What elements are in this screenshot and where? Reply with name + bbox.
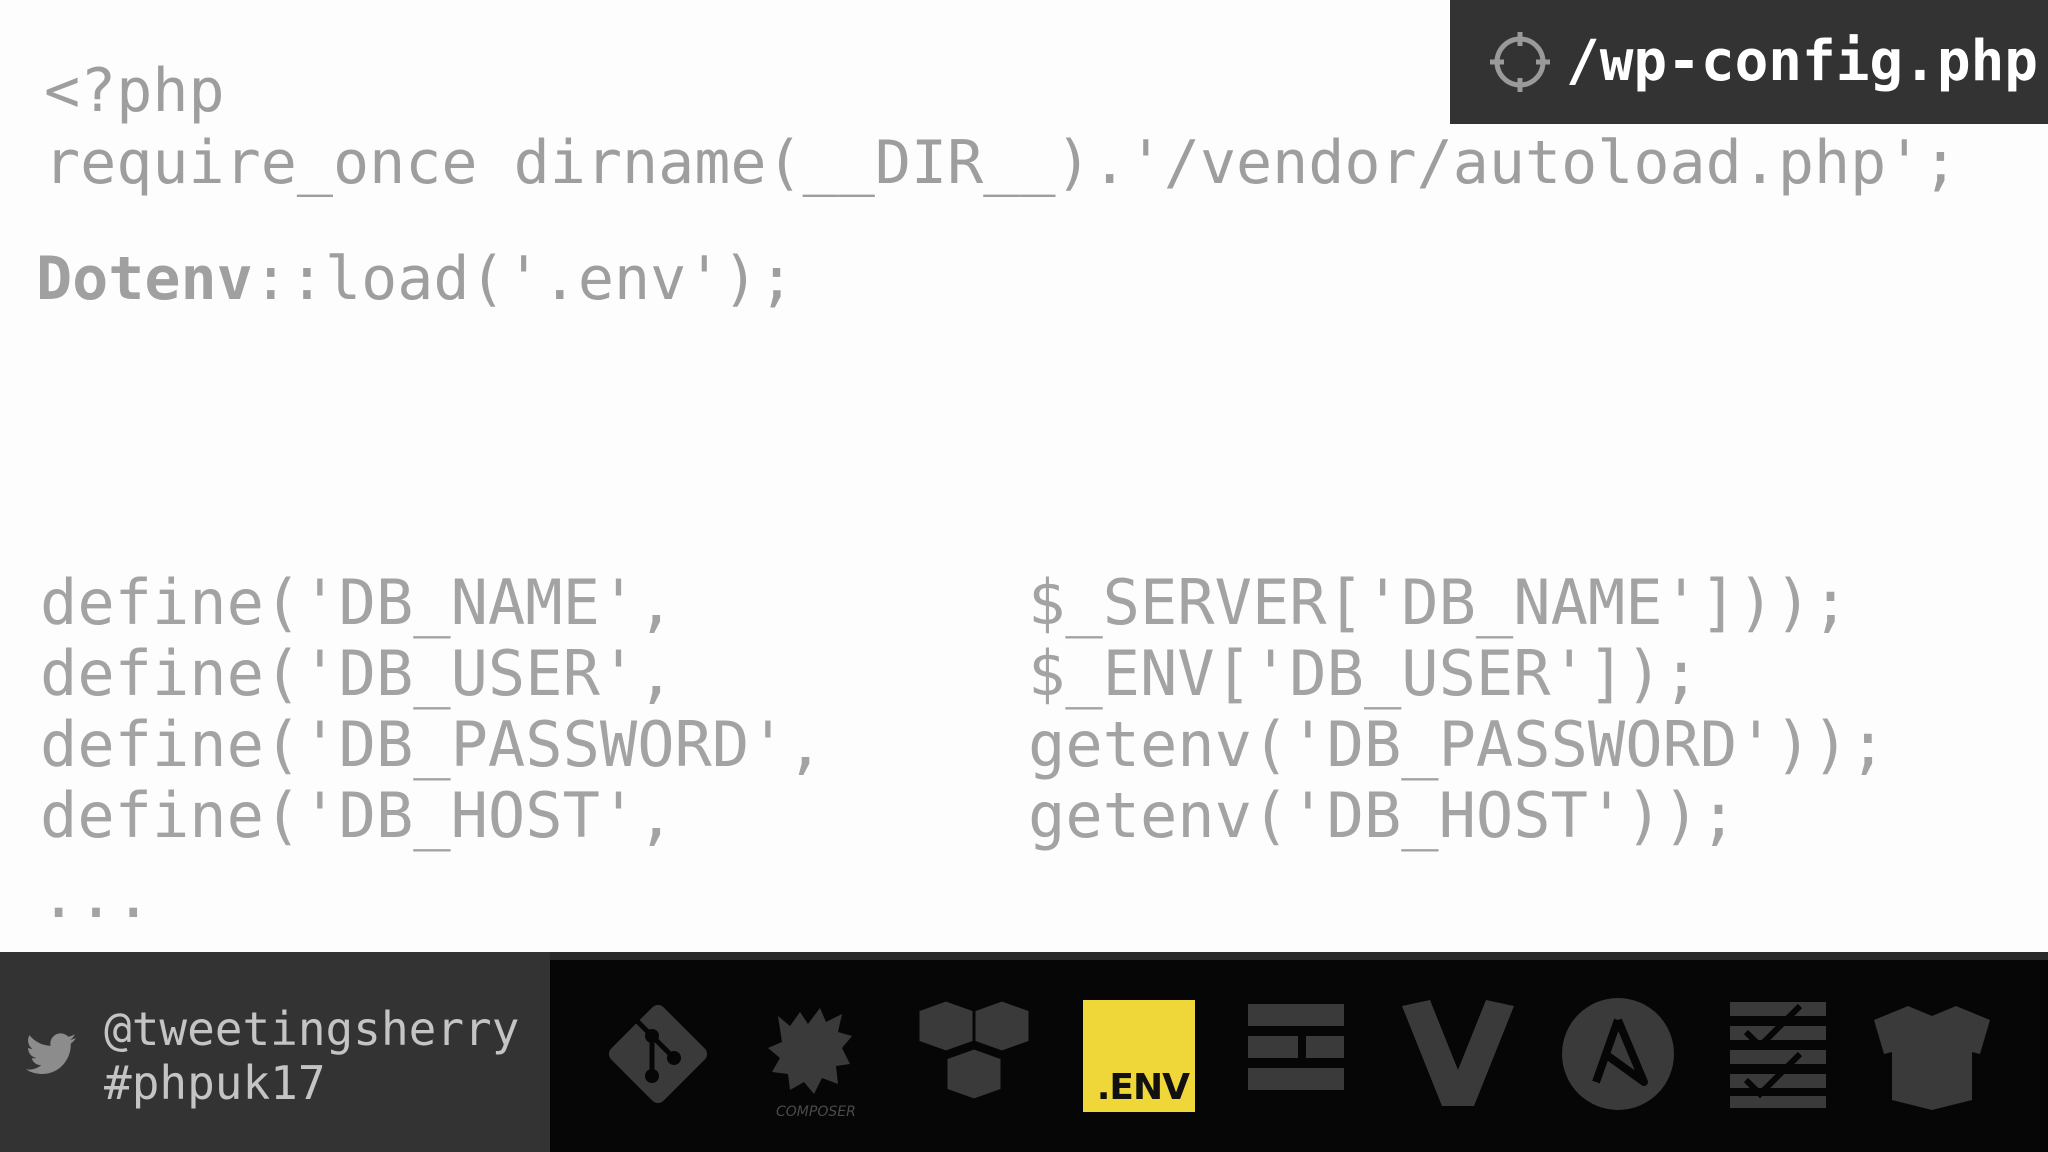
event-hashtag: #phpuk17 bbox=[104, 1056, 326, 1110]
code-line-php-open: <?php bbox=[44, 56, 225, 126]
footer-divider bbox=[550, 952, 2048, 960]
boxes-logo-icon bbox=[916, 998, 1032, 1102]
code-ellipsis: ... bbox=[40, 859, 152, 932]
define-row: define('DB_NAME', $_SERVER['DB_NAME'])); bbox=[40, 567, 1849, 638]
ansible-logo-icon bbox=[1562, 998, 1674, 1110]
composer-logo-icon bbox=[768, 1008, 852, 1094]
define-value: $_ENV['DB_USER']); bbox=[1028, 637, 1700, 710]
env-logo: .ENV bbox=[1083, 1000, 1195, 1112]
zend-logo-icon bbox=[1248, 1004, 1344, 1090]
define-key: define('DB_PASSWORD', bbox=[40, 708, 824, 781]
define-row: define('DB_PASSWORD', getenv('DB_PASSWOR… bbox=[40, 709, 1887, 780]
define-key: define('DB_HOST', bbox=[40, 779, 675, 852]
define-value: $_SERVER['DB_NAME'])); bbox=[1028, 566, 1850, 639]
file-tab: /wp-config.php bbox=[1450, 0, 2048, 124]
checklist-logo-icon bbox=[1730, 1002, 1826, 1108]
env-label: .ENV bbox=[1096, 1067, 1190, 1108]
vagrant-logo-icon bbox=[1402, 1000, 1514, 1106]
define-block: define('DB_NAME', $_SERVER['DB_NAME']));… bbox=[40, 567, 1887, 851]
define-row: define('DB_HOST', getenv('DB_HOST')); bbox=[40, 780, 1737, 851]
code-line-require: require_once dirname(__DIR__).'/vendor/a… bbox=[44, 128, 1959, 198]
code-line-dotenv: Dotenv::load('.env'); bbox=[36, 244, 795, 314]
define-value: getenv('DB_HOST')); bbox=[1028, 779, 1738, 852]
file-name: /wp-config.php bbox=[1566, 29, 2039, 94]
composer-label: COMPOSER bbox=[776, 1104, 856, 1120]
package-logo-icon bbox=[1874, 1006, 1990, 1110]
define-row: define('DB_USER', $_ENV['DB_USER']); bbox=[40, 638, 1700, 709]
dotenv-call: ::load('.env'); bbox=[252, 244, 795, 314]
twitter-handle: @tweetingsherry bbox=[104, 1002, 520, 1056]
crosshair-icon bbox=[1490, 32, 1550, 92]
git-logo-icon bbox=[608, 1004, 708, 1104]
twitter-bird-icon bbox=[26, 1033, 76, 1074]
define-key: define('DB_NAME', bbox=[40, 566, 675, 639]
define-value: getenv('DB_PASSWORD')); bbox=[1028, 708, 1887, 781]
define-key: define('DB_USER', bbox=[40, 637, 675, 710]
footer-author-panel bbox=[0, 952, 550, 1152]
dotenv-class: Dotenv bbox=[36, 244, 253, 314]
